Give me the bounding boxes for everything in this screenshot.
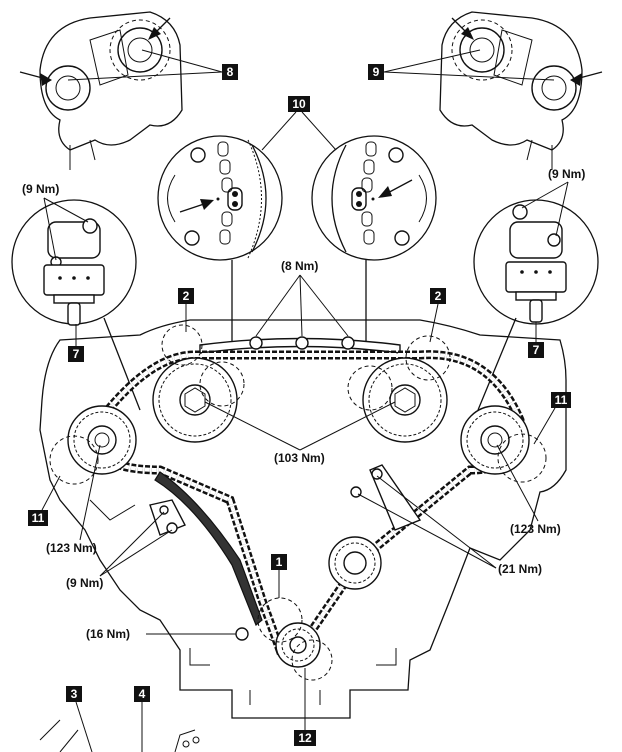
callout-7-right: 7: [533, 343, 540, 357]
callout-box-8: [222, 64, 238, 80]
callout-2-left: 2: [183, 289, 190, 303]
pivot-bolt: [235, 627, 249, 641]
callout-box-9: [368, 64, 384, 80]
engine-block-outline: [39, 319, 567, 719]
callout-3: 3: [71, 687, 78, 701]
torque-camshaft-exhaust-right: (123 Nm): [510, 522, 561, 536]
lower-detail-fragment: [39, 719, 200, 752]
callout-1: 1: [276, 555, 283, 569]
callout-box-11-left: [28, 510, 48, 526]
callout-7-left: 7: [73, 347, 80, 361]
torque-tensioner-bolt-left: (9 Nm): [22, 182, 59, 196]
callout-box-3: [66, 686, 82, 702]
callout-box-11-right: [551, 392, 571, 408]
callout-12: 12: [298, 731, 312, 745]
callout-11-left: 11: [32, 511, 45, 525]
callout-2-right: 2: [435, 289, 442, 303]
right-chain-guide: [350, 464, 422, 531]
lower-tensioner: [149, 499, 186, 536]
sprocket-right-exhaust: [460, 405, 547, 483]
detail-left-camshaft-marks: [19, 11, 223, 170]
zoom-circle-exhaust-mark: [311, 135, 437, 261]
zoom-circle-right-tensioner: [473, 199, 599, 325]
callout-9: 9: [373, 65, 380, 79]
callout-box-2-right: [430, 288, 446, 304]
detail-right-camshaft-marks: [383, 11, 603, 170]
zoom-circle-left-tensioner: [11, 199, 137, 326]
sprocket-oil-pump: [328, 536, 382, 590]
callout-box-2-left: [178, 288, 194, 304]
callout-box-4: [134, 686, 150, 702]
torque-lower-tensioner: (9 Nm): [66, 576, 103, 590]
left-chain-guide: [154, 471, 263, 626]
torque-tensioner-bolt-right: (9 Nm): [548, 167, 585, 181]
torque-camshaft-exhaust-left: (123 Nm): [46, 541, 97, 555]
torque-upper-guide: (8 Nm): [281, 259, 318, 273]
callout-4: 4: [139, 687, 146, 701]
sprocket-left-intake: [152, 324, 245, 443]
callout-box-12: [294, 730, 316, 746]
torque-right-guide: (21 Nm): [498, 562, 542, 576]
sprocket-crankshaft: [257, 597, 333, 681]
sprocket-left-exhaust: [49, 405, 137, 485]
upper-chain-guide: [199, 336, 401, 354]
zoom-circle-intake-mark: [157, 135, 283, 261]
torque-camshaft-intake: (103 Nm): [274, 451, 325, 465]
callout-box-10: [288, 96, 310, 112]
callout-10: 10: [292, 97, 306, 111]
callout-8: 8: [227, 65, 234, 79]
callout-box-7-left: [68, 346, 84, 362]
sprocket-right-intake: [347, 335, 451, 443]
callout-box-7-right: [528, 342, 544, 358]
torque-pivot-bolt: (16 Nm): [86, 627, 130, 641]
callout-11-right: 11: [555, 393, 568, 407]
callout-box-1: [271, 554, 287, 570]
